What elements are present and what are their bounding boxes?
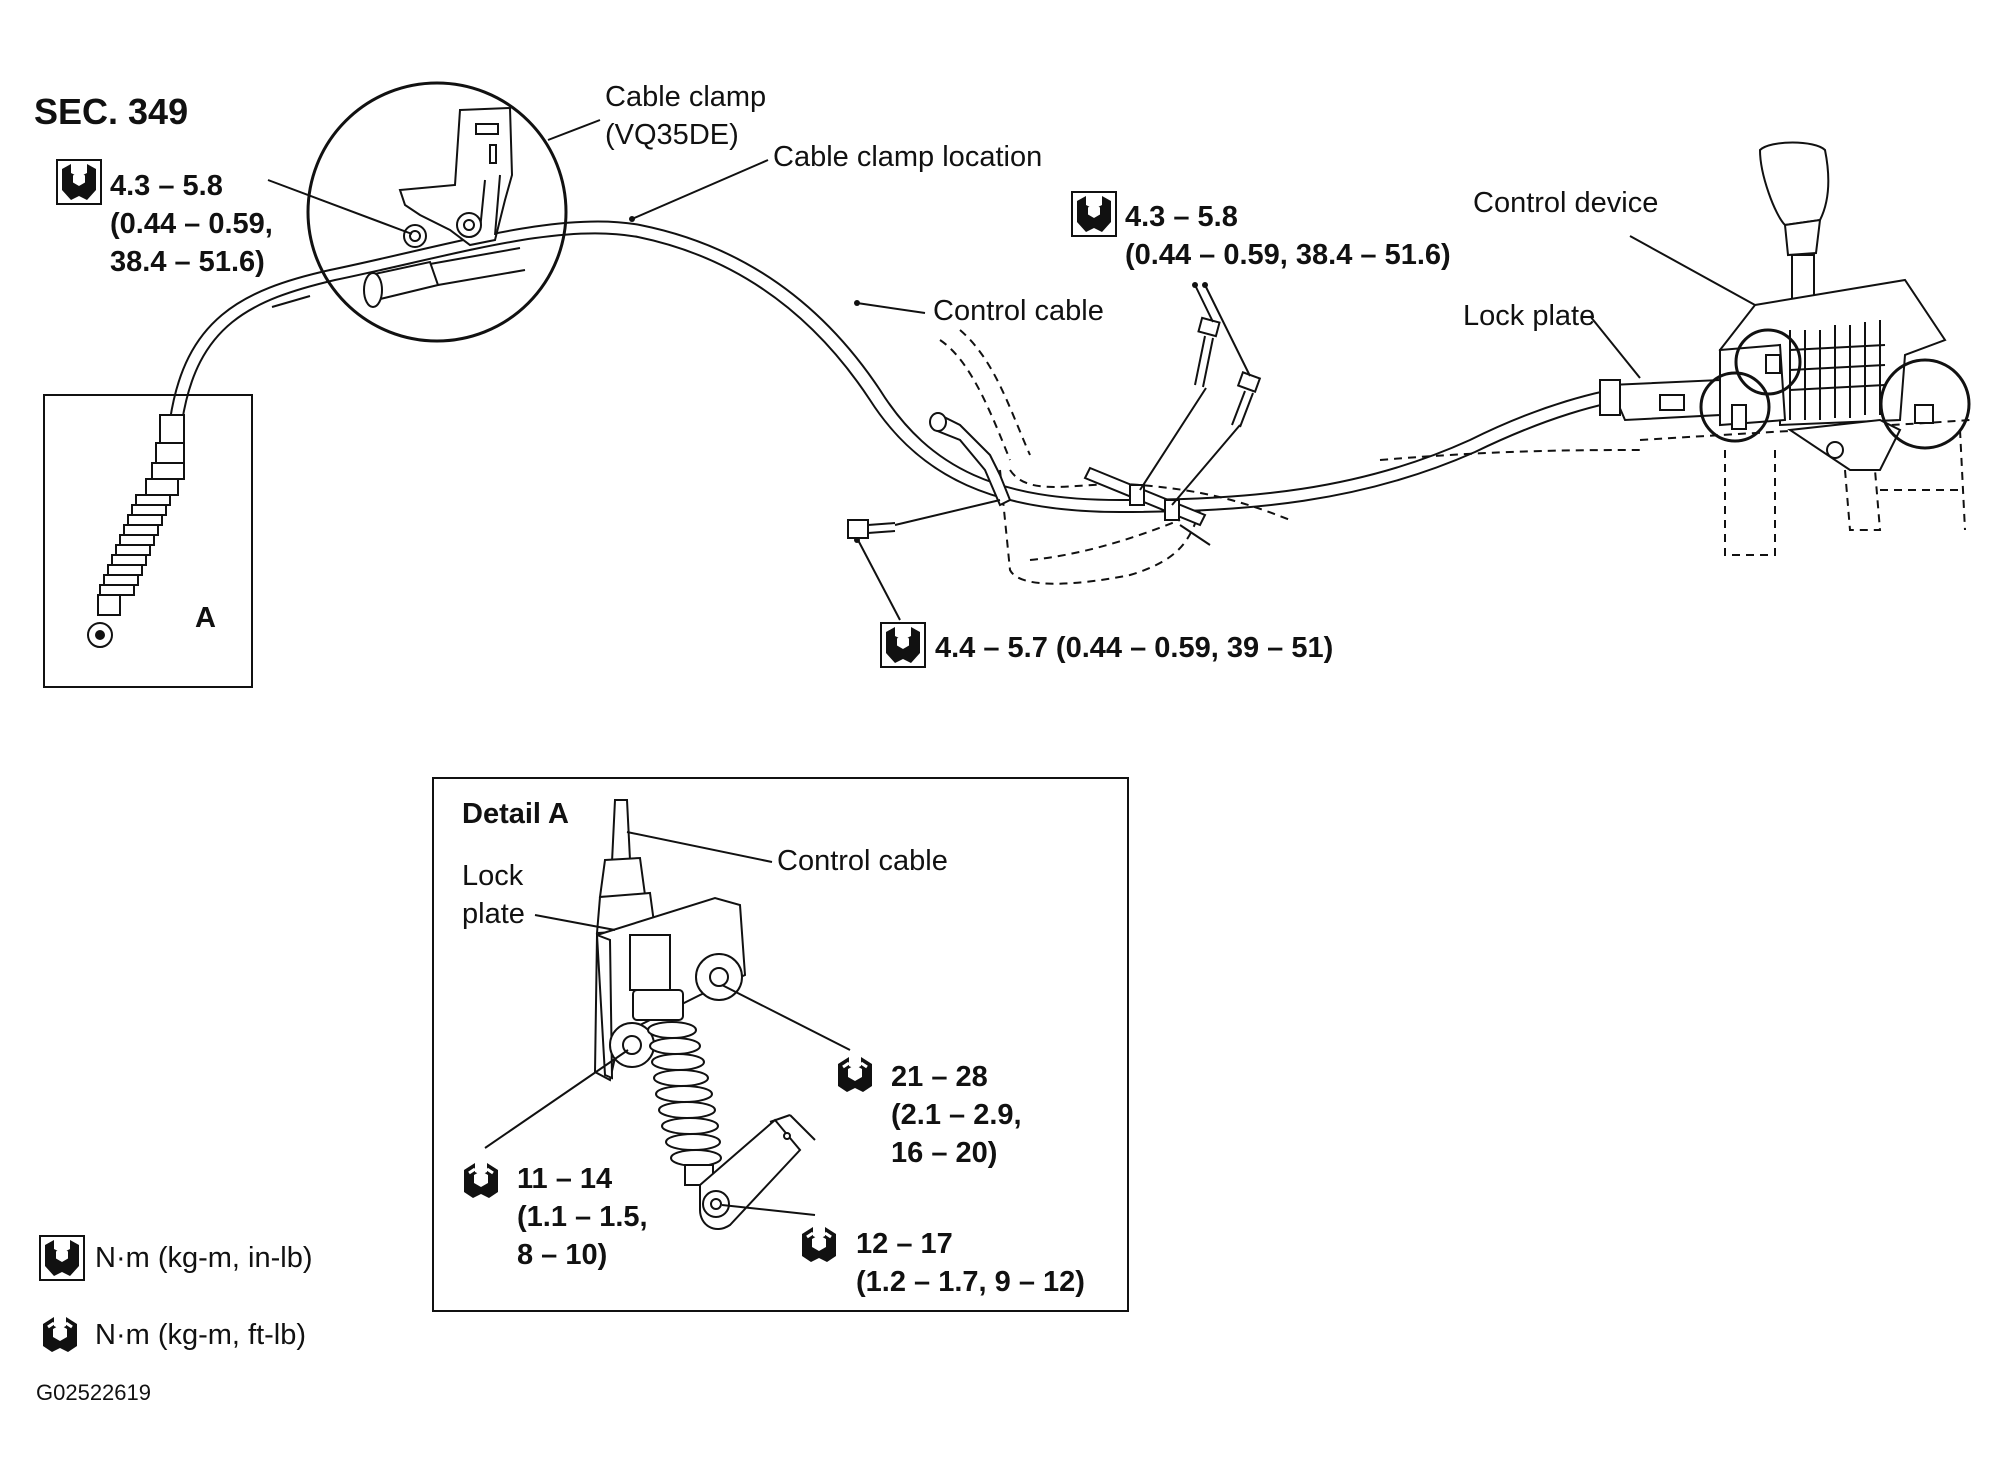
detail-lock-plate-line2: plate <box>462 898 525 930</box>
clamp-torque-line1: 4.3 – 5.8 <box>110 170 223 202</box>
control-cable-label: Control cable <box>933 295 1104 327</box>
detail-torque1-line2: (2.1 – 2.9, <box>891 1099 1022 1131</box>
torque-wrench-filled-icon <box>39 1235 85 1281</box>
cable-end-inset: A <box>43 394 253 688</box>
detail-torque2-line2: (1.1 – 1.5, <box>517 1201 648 1233</box>
cable-bracket <box>847 282 1291 621</box>
section-number: SEC. 349 <box>34 91 188 132</box>
torque-wrench-outline-icon <box>457 1156 505 1204</box>
detail-torque2-line1: 11 – 14 <box>517 1163 612 1195</box>
bracket-torque-line1: 4.3 – 5.8 <box>1125 201 1238 233</box>
control-device-label: Control device <box>1473 187 1658 219</box>
clamp-torque-line3: 38.4 – 51.6) <box>110 246 265 278</box>
detail-control-cable-label: Control cable <box>777 845 948 877</box>
detail-title: Detail A <box>462 798 569 830</box>
torque-legend: N·m (kg-m, in-lb) N·m (kg-m, ft-lb) <box>36 1235 313 1358</box>
torque-wrench-filled-icon <box>1071 191 1117 237</box>
detail-torque3-line2: (1.2 – 1.7, 9 – 12) <box>856 1266 1085 1298</box>
torque-wrench-filled-icon <box>880 622 926 668</box>
legend-inlb-label: N·m (kg-m, in-lb) <box>95 1242 313 1274</box>
lock-plate-label: Lock plate <box>1463 300 1595 332</box>
clamp-torque-callout: 4.3 – 5.8 (0.44 – 0.59, 38.4 – 51.6) <box>56 159 413 278</box>
control-device <box>1379 141 1971 556</box>
figure-id: G02522619 <box>36 1380 151 1405</box>
detail-ref-label: A <box>195 602 216 634</box>
detail-torque3-line1: 12 – 17 <box>856 1228 953 1260</box>
lower-torque-line1: 4.4 – 5.7 (0.44 – 0.59, 39 – 51) <box>935 632 1333 664</box>
torque-wrench-outline-icon <box>795 1220 843 1268</box>
lower-bolt-torque-callout: 4.4 – 5.7 (0.44 – 0.59, 39 – 51) <box>880 622 1333 668</box>
cable-clamp-location-label: Cable clamp location <box>773 141 1042 173</box>
clamp-torque-line2: (0.44 – 0.59, <box>110 208 273 240</box>
detail-lock-label: Lock <box>462 860 524 892</box>
detail-torque1-line1: 21 – 28 <box>891 1061 988 1093</box>
detail-torque2-line3: 8 – 10) <box>517 1239 607 1271</box>
bracket-torque-line2: (0.44 – 0.59, 38.4 – 51.6) <box>1125 239 1451 271</box>
torque-wrench-filled-icon <box>56 159 102 205</box>
legend-ftlb-label: N·m (kg-m, ft-lb) <box>95 1319 306 1351</box>
cable-clamp-magnifier <box>271 81 568 343</box>
detail-a-panel: Detail A Co <box>432 777 1129 1312</box>
torque-wrench-outline-icon <box>831 1050 879 1098</box>
detail-torque1-line3: 16 – 20) <box>891 1137 997 1169</box>
cable-clamp-label: Cable clamp <box>605 81 766 113</box>
bracket-bolt-torque-callout: 4.3 – 5.8 (0.44 – 0.59, 38.4 – 51.6) <box>1071 191 1451 271</box>
torque-wrench-outline-icon <box>36 1310 84 1358</box>
cable-clamp-model-label: (VQ35DE) <box>605 119 739 151</box>
